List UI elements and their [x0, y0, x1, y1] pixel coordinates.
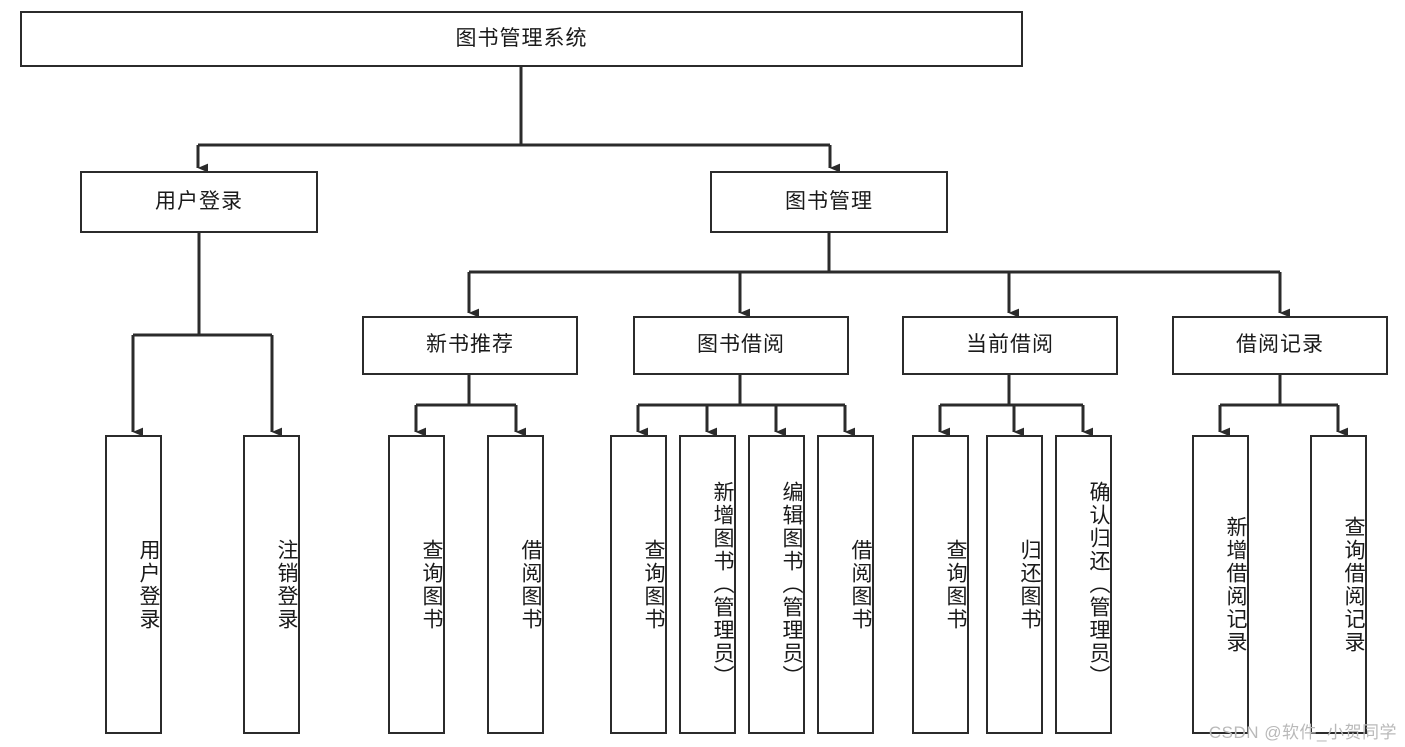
node-book-manage-label: 图书管理: [785, 189, 873, 213]
node-leaf-bb-borrow-book-label: 借阅图书: [849, 538, 872, 631]
node-leaf-rec-query-book[interactable]: 查询图书: [388, 435, 445, 734]
node-leaf-user-logout-label: 注销登录: [275, 538, 298, 631]
node-leaf-br-query-record[interactable]: 查询借阅记录: [1310, 435, 1367, 734]
node-leaf-cb-query-book-label: 查询图书: [944, 538, 967, 631]
node-borrow-record[interactable]: 借阅记录: [1172, 316, 1388, 375]
node-book-manage[interactable]: 图书管理: [710, 171, 948, 233]
node-leaf-cb-confirm-return[interactable]: 确认归还（管理员）: [1055, 435, 1112, 734]
node-leaf-user-login[interactable]: 用户登录: [105, 435, 162, 734]
node-leaf-rec-query-book-label: 查询图书: [420, 538, 443, 631]
node-root[interactable]: 图书管理系统: [20, 11, 1023, 67]
node-root-label: 图书管理系统: [455, 26, 588, 50]
node-leaf-user-login-label: 用户登录: [137, 538, 160, 631]
node-book-borrow-label: 图书借阅: [697, 333, 785, 357]
node-leaf-bb-borrow-book[interactable]: 借阅图书: [817, 435, 874, 734]
node-leaf-cb-query-book[interactable]: 查询图书: [912, 435, 969, 734]
node-leaf-cb-confirm-return-label: 确认归还（管理员）: [1087, 481, 1110, 688]
node-leaf-br-add-record-label: 新增借阅记录: [1224, 515, 1247, 654]
node-leaf-br-add-record[interactable]: 新增借阅记录: [1192, 435, 1249, 734]
node-leaf-cb-return-book-label: 归还图书: [1018, 538, 1041, 631]
node-leaf-user-logout[interactable]: 注销登录: [243, 435, 300, 734]
node-leaf-bb-query-book-label: 查询图书: [642, 538, 665, 631]
node-current-borrow[interactable]: 当前借阅: [902, 316, 1118, 375]
node-borrow-record-label: 借阅记录: [1236, 333, 1324, 357]
csdn-watermark: CSDN @软件_小贺同学: [1208, 723, 1397, 742]
node-user-login-label: 用户登录: [155, 189, 243, 213]
node-leaf-rec-borrow-book[interactable]: 借阅图书: [487, 435, 544, 734]
node-new-book-recommend-label: 新书推荐: [426, 333, 514, 357]
node-leaf-cb-return-book[interactable]: 归还图书: [986, 435, 1043, 734]
node-leaf-bb-edit-book[interactable]: 编辑图书（管理员）: [748, 435, 805, 734]
node-leaf-br-query-record-label: 查询借阅记录: [1342, 515, 1365, 654]
node-leaf-bb-add-book-label: 新增图书（管理员）: [711, 481, 734, 688]
node-leaf-bb-query-book[interactable]: 查询图书: [610, 435, 667, 734]
node-new-book-recommend[interactable]: 新书推荐: [362, 316, 578, 375]
node-leaf-bb-edit-book-label: 编辑图书（管理员）: [780, 481, 803, 688]
node-current-borrow-label: 当前借阅: [966, 333, 1054, 357]
node-leaf-rec-borrow-book-label: 借阅图书: [519, 538, 542, 631]
node-book-borrow[interactable]: 图书借阅: [633, 316, 849, 375]
node-leaf-bb-add-book[interactable]: 新增图书（管理员）: [679, 435, 736, 734]
node-user-login[interactable]: 用户登录: [80, 171, 318, 233]
